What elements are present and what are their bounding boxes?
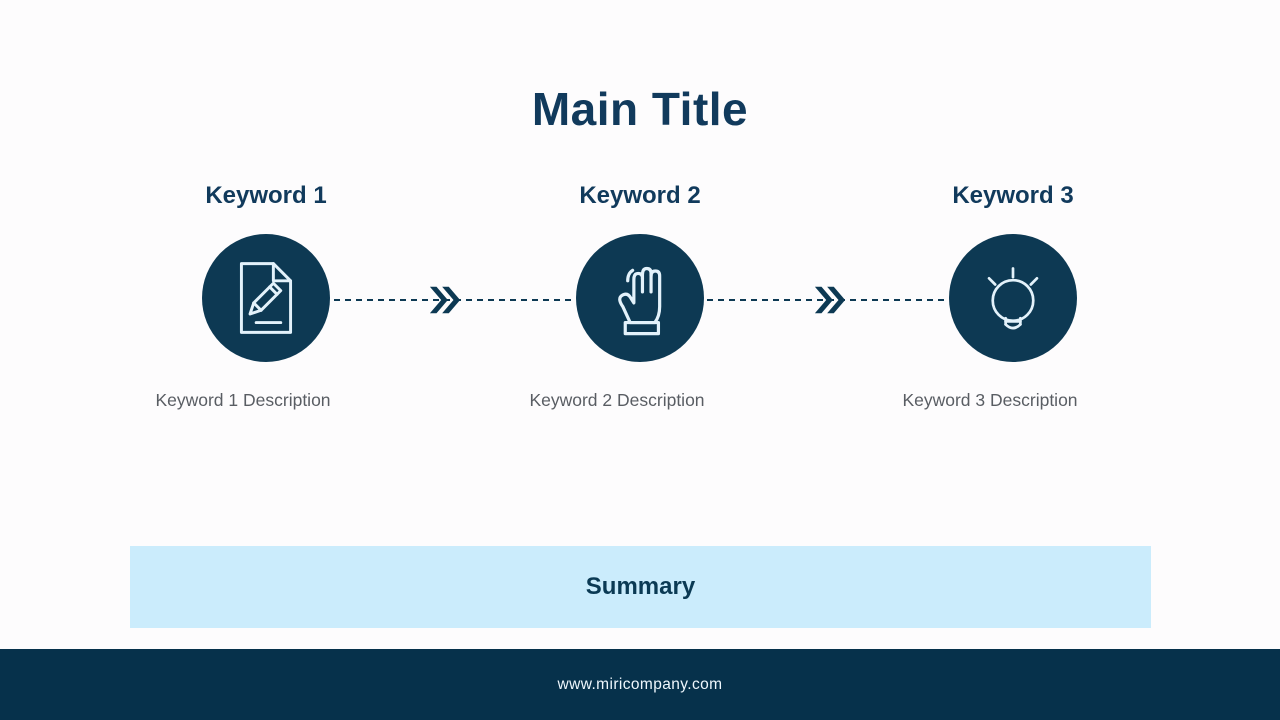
step-1-circle [202, 234, 330, 362]
double-chevron-right-icon [813, 284, 847, 316]
step-3-circle [949, 234, 1077, 362]
step-1-description: Keyword 1 Description [155, 390, 331, 410]
hand-icon [597, 255, 683, 341]
footer-bar: www.miricompany.com [0, 649, 1280, 720]
step-2-circle [576, 234, 704, 362]
step-1-title: Keyword 1 [205, 182, 327, 209]
summary-bar: Summary [130, 546, 1151, 628]
summary-label: Summary [585, 573, 696, 600]
step-2-description: Keyword 2 Description [529, 390, 705, 410]
document-pencil-icon [223, 255, 309, 341]
lightbulb-icon [970, 255, 1056, 341]
page-title: Main Title [531, 83, 749, 135]
double-chevron-right-icon [428, 284, 462, 316]
step-2-title: Keyword 2 [579, 182, 701, 209]
footer-url: www.miricompany.com [557, 675, 723, 693]
step-3-description: Keyword 3 Description [902, 390, 1078, 410]
step-3-title: Keyword 3 [952, 182, 1074, 209]
